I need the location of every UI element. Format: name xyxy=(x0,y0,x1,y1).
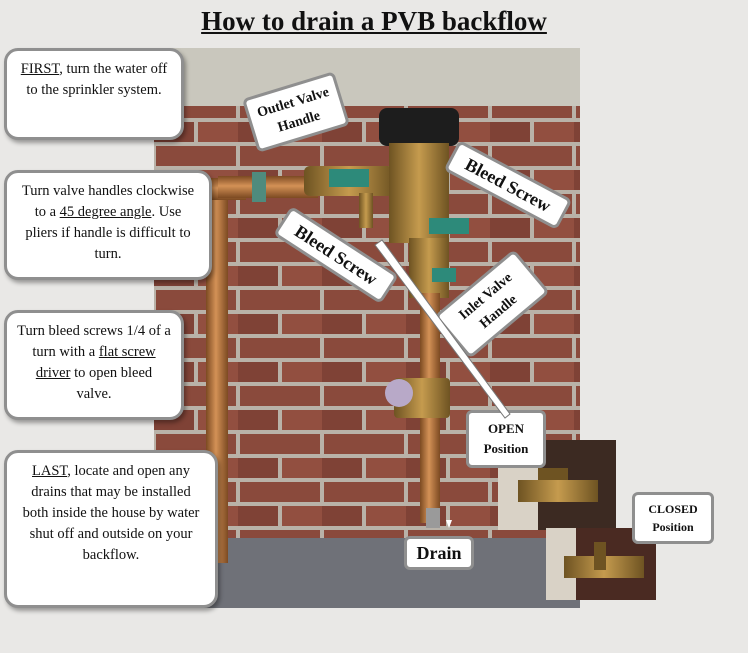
step-first-box: FIRST, turn the water off to the sprinkl… xyxy=(4,48,184,140)
step-valve-box: Turn valve handles clockwise to a 45 deg… xyxy=(4,170,212,280)
step-last-lead: LAST xyxy=(32,463,68,479)
drain-label: Drain xyxy=(404,536,474,570)
step-first-lead: FIRST xyxy=(20,61,60,77)
step-first-text: , turn the water off to the sprinkler sy… xyxy=(26,61,168,98)
drain-pointer xyxy=(446,520,452,528)
step-bleed-box: Turn bleed screws 1/4 of a turn with a f… xyxy=(4,310,184,420)
step-last-box: LAST, locate and open any drains that ma… xyxy=(4,450,218,608)
step-bleed-text: Turn bleed screws 1/4 of a turn with a xyxy=(17,323,171,360)
step-valve-text: Turn valve handles clockwise to a xyxy=(21,183,195,220)
step-valve-emphasis: 45 degree angle xyxy=(59,204,152,220)
closed-position-photo xyxy=(546,528,656,600)
open-position-pointer xyxy=(374,239,511,419)
open-position-illustration xyxy=(498,440,616,530)
step-valve-text-end: . Use pliers if handle is difficult to t… xyxy=(25,204,191,262)
open-position-photo xyxy=(498,440,616,530)
open-position-label: OPEN Position xyxy=(466,410,546,468)
page-title: How to drain a PVB backflow xyxy=(201,6,547,36)
step-bleed-text-end: to open bleed valve. xyxy=(70,365,153,402)
step-bleed-emphasis: flat screw driver xyxy=(35,344,156,381)
closed-position-illustration xyxy=(546,528,656,600)
closed-position-label: CLOSED Position xyxy=(632,492,714,544)
step-last-text: , locate and open any drains that may be… xyxy=(22,463,200,563)
